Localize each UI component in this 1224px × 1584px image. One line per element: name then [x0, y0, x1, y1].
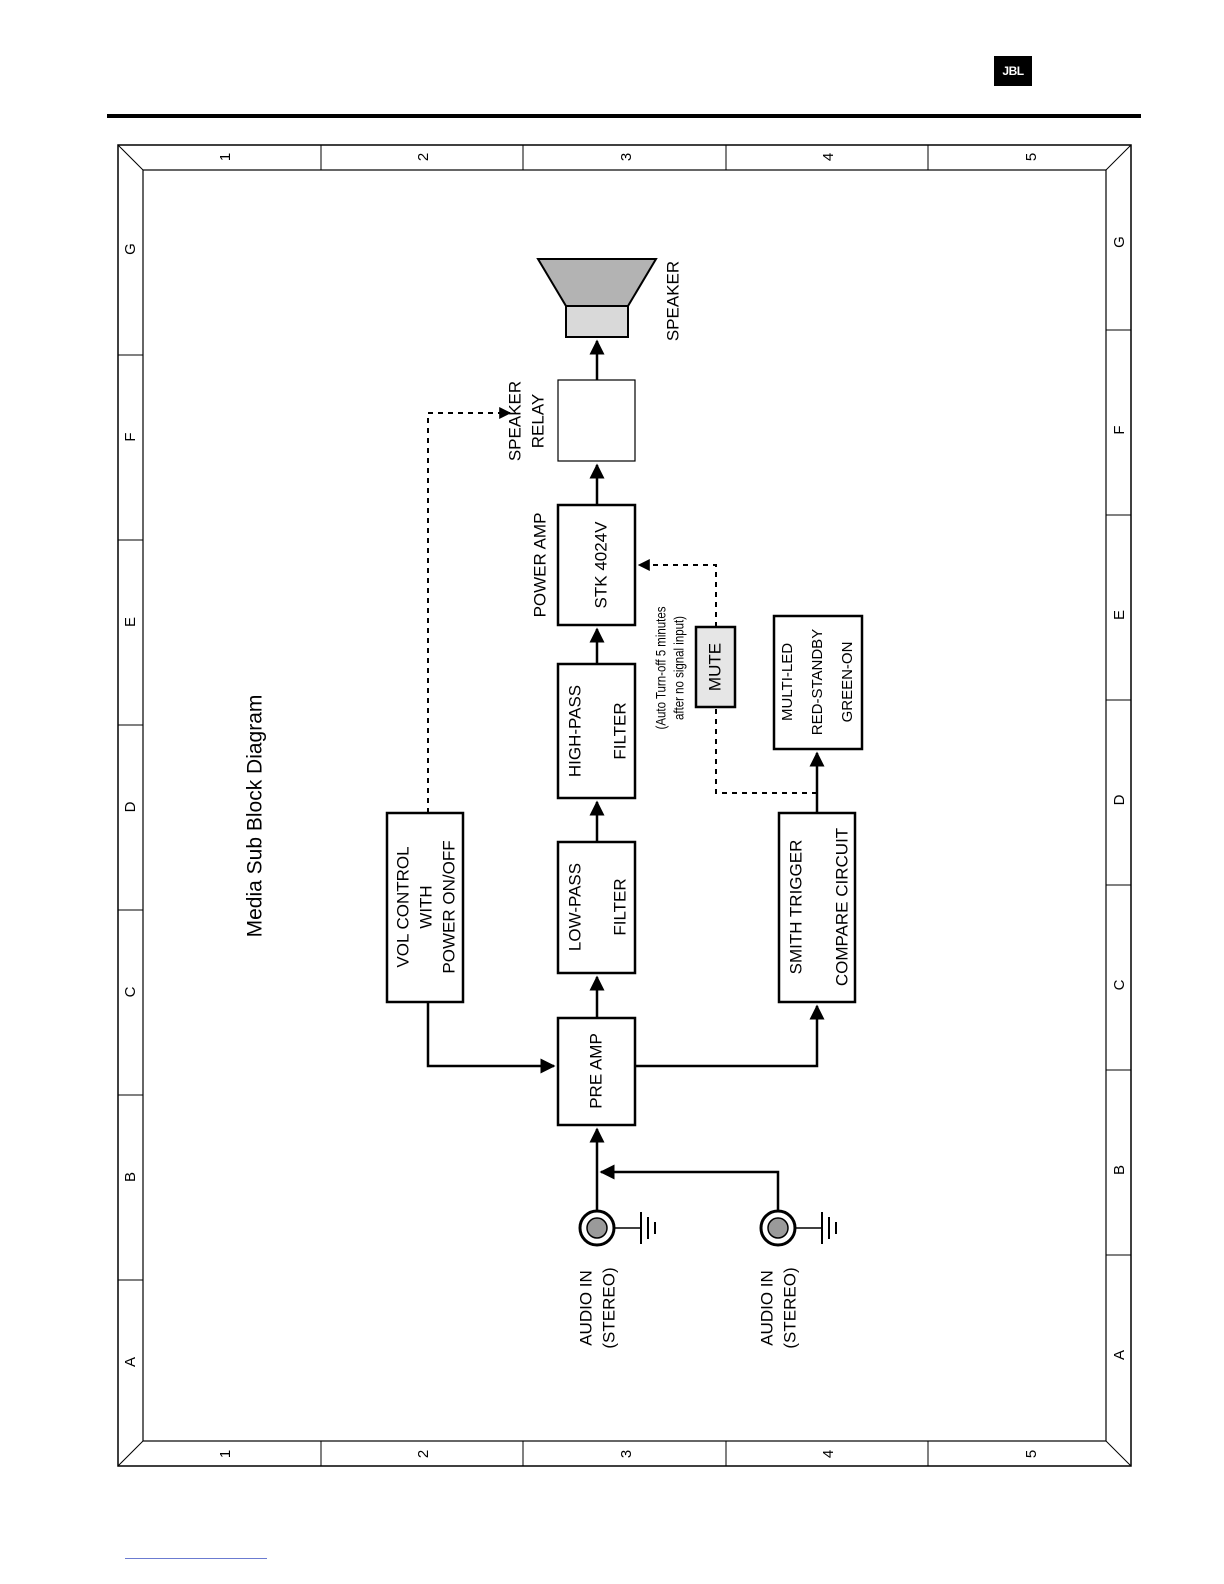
row-label-left: C [122, 986, 139, 997]
col-label-bottom: 2 [415, 1450, 432, 1458]
pre-amp-label: PRE AMP [586, 1033, 605, 1109]
audio-jack-1-icon [578, 1209, 656, 1247]
low-pass-line1: LOW-PASS [565, 863, 584, 951]
mute-box [694, 625, 737, 709]
header-rule [107, 114, 1141, 118]
col-label-top: 4 [820, 153, 837, 161]
multi-led-line2: RED-STANDBY [809, 629, 826, 735]
low-pass-box [556, 840, 637, 975]
multi-led-box [772, 614, 864, 751]
jbl-logo: JBL [994, 56, 1032, 86]
speaker-icon [536, 258, 658, 338]
high-pass-line1: HIGH-PASS [565, 685, 584, 777]
row-label-right: D [1111, 794, 1128, 805]
col-label-bottom: 5 [1023, 1450, 1040, 1458]
power-amp-label: POWER AMP [530, 513, 549, 618]
multi-led-line3: GREEN-ON [839, 642, 856, 723]
high-pass-line2: FILTER [610, 702, 629, 759]
col-label-bottom: 1 [217, 1450, 234, 1458]
audio-in-1-line1: AUDIO IN [576, 1270, 595, 1346]
vol-control-box [385, 811, 465, 1004]
vol-control-line3: POWER ON/OFF [439, 840, 458, 973]
row-label-left: E [122, 617, 139, 627]
col-label-top: 5 [1023, 153, 1040, 161]
row-label-left: A [122, 1357, 139, 1367]
multi-led-line1: MULTI-LED [779, 643, 796, 721]
vol-control-line1: VOL CONTROL [393, 846, 412, 967]
audio-jack-2-icon [759, 1209, 837, 1247]
row-label-left: F [122, 432, 139, 441]
speaker-relay-box [557, 379, 636, 462]
row-label-right: B [1111, 1165, 1128, 1175]
low-pass-line2: FILTER [610, 878, 629, 935]
speaker-label: SPEAKER [663, 261, 682, 341]
audio-in-2-line2: (STEREO) [780, 1267, 799, 1348]
smith-trigger-line2: COMPARE CIRCUIT [832, 828, 851, 986]
signal-lines [426, 339, 825, 1211]
row-label-right: F [1111, 425, 1128, 434]
col-label-top: 2 [415, 153, 432, 161]
vol-control-line2: WITH [416, 885, 435, 928]
row-label-left: G [122, 243, 139, 255]
row-label-right: C [1111, 979, 1128, 990]
frame-labels: 1 2 3 4 5 1 2 3 4 5 A B C D E F G A B C … [122, 153, 1128, 1458]
drawing-frame [117, 144, 1132, 1467]
row-label-right: E [1111, 610, 1128, 620]
mute-label: MUTE [705, 643, 724, 691]
smith-trigger-line1: SMITH TRIGGER [786, 840, 805, 975]
audio-in-1-line2: (STEREO) [599, 1267, 618, 1348]
speaker-relay-line1: SPEAKER [505, 381, 524, 461]
footer-rule [125, 1558, 267, 1559]
auto-note-line1: (Auto Turn-off 5 minutes [653, 607, 669, 730]
col-label-top: 1 [217, 153, 234, 161]
audio-in-2-line1: AUDIO IN [757, 1270, 776, 1346]
diagram-title: Media Sub Block Diagram [244, 695, 267, 938]
power-amp-box [556, 503, 637, 627]
auto-note-line2: after no signal input) [671, 616, 687, 720]
control-lines [427, 407, 817, 813]
row-label-left: B [122, 1172, 139, 1182]
high-pass-box [556, 662, 637, 800]
row-label-left: D [122, 801, 139, 812]
row-label-right: A [1111, 1350, 1128, 1360]
speaker-relay-line2: RELAY [528, 394, 547, 449]
row-label-right: G [1111, 236, 1128, 248]
power-amp-chip: STK 4024V [591, 521, 610, 609]
col-label-bottom: 3 [618, 1450, 635, 1458]
col-label-bottom: 4 [820, 1450, 837, 1458]
col-label-top: 3 [618, 153, 635, 161]
